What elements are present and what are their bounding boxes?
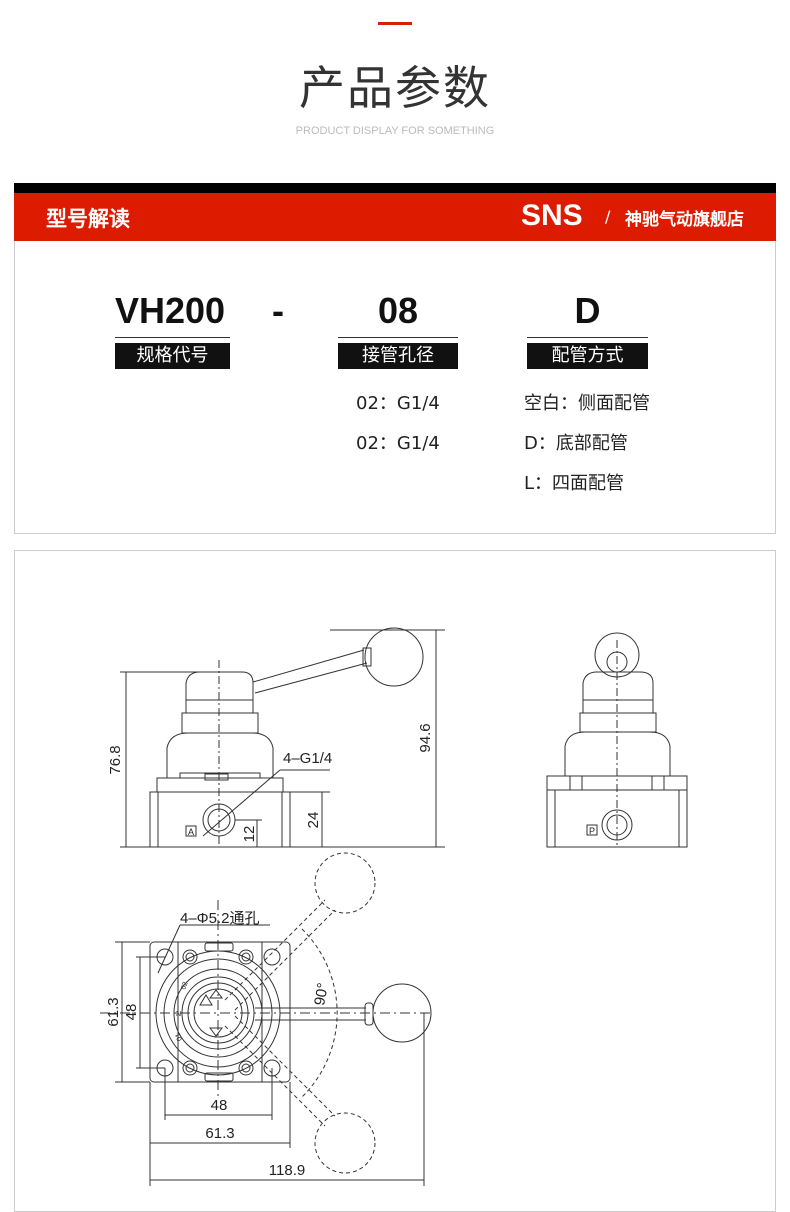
underline (115, 337, 230, 338)
dim-outer-vertical: 61.3 (105, 997, 122, 1026)
brand-separator: / (605, 207, 611, 226)
dim-inner-vertical: 48 (123, 1004, 140, 1021)
dim-rotation-angle: 90° (311, 982, 332, 1007)
top-view (100, 852, 432, 1186)
dim-port-height: 12 (241, 826, 258, 843)
dim-mount-holes: 4–Φ5.2通孔 (180, 910, 260, 927)
dim-inner-horizontal: 48 (211, 1097, 228, 1114)
piping-option: D：底部配管 (524, 433, 628, 454)
accent-line (378, 22, 412, 25)
label-series: 规格代号 (115, 343, 230, 369)
dial-mark: 01 (175, 1032, 184, 1042)
bore-option: 02：G1/4 (356, 393, 440, 414)
section-top-bar (14, 183, 776, 193)
dim-body-height: 76.8 (107, 745, 124, 774)
dim-outer-horizontal: 61.3 (205, 1125, 234, 1142)
model-code-piping: D (574, 290, 601, 331)
underline (527, 337, 648, 338)
dim-base-height: 24 (305, 812, 322, 829)
label-piping: 配管方式 (527, 343, 648, 369)
model-code-dash: - (272, 290, 284, 331)
section-title: 型号解读 (46, 207, 130, 231)
piping-option: L：四面配管 (524, 473, 625, 494)
bore-option: 02：G1/4 (356, 433, 440, 454)
front-view (120, 627, 445, 848)
page-subtitle: PRODUCT DISPLAY FOR SOMETHING (295, 125, 495, 137)
dim-total-width: 118.9 (269, 1162, 305, 1179)
port-label-a: A (188, 827, 194, 837)
dial-mark: N (176, 1011, 181, 1018)
shop-name: 神驰气动旗舰店 (625, 210, 744, 230)
dial-mark: 02 (180, 981, 189, 991)
page-title: 产品参数 (299, 61, 491, 115)
brand-logo: SNS (521, 199, 583, 232)
model-code-series: VH200 (114, 290, 226, 331)
piping-option: 空白：侧面配管 (524, 393, 650, 414)
underline (338, 337, 458, 338)
model-breakdown-panel (14, 241, 776, 534)
dim-port-thread: 4–G1/4 (283, 750, 332, 767)
model-code-bore: 08 (377, 290, 419, 331)
dim-total-height: 94.6 (417, 723, 434, 752)
side-view (546, 632, 688, 848)
label-bore: 接管孔径 (338, 343, 458, 369)
section-header: 型号解读 SNS / 神驰气动旗舰店 (14, 193, 776, 241)
port-label-p: P (589, 826, 595, 836)
